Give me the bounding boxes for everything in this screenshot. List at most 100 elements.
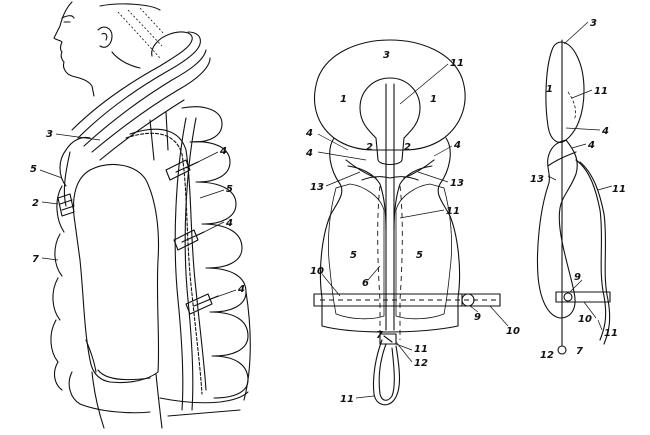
- neck-line: [111, 51, 141, 69]
- vest-body-outline: [319, 137, 461, 333]
- leader-4b: [571, 143, 587, 149]
- label-3: 3: [46, 129, 53, 140]
- head-outline: [53, 1, 95, 97]
- strap-loop-lower: [185, 293, 213, 315]
- label-4c: 4: [453, 140, 461, 151]
- ear: [97, 26, 113, 48]
- leader-4a: [317, 133, 349, 151]
- label-4a: 4: [219, 146, 227, 157]
- label-1b: 1: [430, 94, 437, 105]
- label-4b: 4: [587, 140, 595, 151]
- leader-13a: [325, 171, 361, 187]
- inflation-tube: [129, 128, 207, 391]
- leader-3: [55, 133, 101, 141]
- leader-4b: [195, 221, 225, 237]
- label-12: 12: [540, 350, 554, 361]
- label-5a: 5: [350, 250, 357, 261]
- crotch-strap: [372, 339, 401, 406]
- leader-5a: [39, 169, 63, 179]
- leader-4a: [565, 127, 601, 131]
- side-tube-dashed: [567, 91, 576, 121]
- label-9: 9: [574, 272, 581, 283]
- valve-2: [57, 193, 75, 217]
- leader-11a: [399, 63, 449, 105]
- label-11c: 11: [414, 344, 428, 355]
- leader-10b: [489, 305, 509, 327]
- leader-11c: [597, 319, 603, 331]
- side-vest-view: [536, 21, 613, 355]
- front-vest-view: [313, 39, 509, 406]
- label-10b: 10: [506, 326, 520, 337]
- label-11d: 11: [340, 394, 354, 405]
- leader-12: [395, 341, 413, 363]
- side-hanging-tube: [575, 159, 607, 341]
- label-5a: 5: [30, 164, 37, 175]
- label-11c: 11: [604, 328, 618, 339]
- leader-4c: [433, 145, 453, 157]
- label-10: 10: [578, 314, 592, 325]
- side-body-outline: [536, 139, 578, 319]
- side-clip-9: [563, 292, 573, 302]
- eye-brow: [61, 15, 75, 19]
- label-3: 3: [590, 18, 597, 29]
- label-7: 7: [32, 254, 39, 265]
- front-vest-labels: 3 11 1 1 4 2 2 4 4 13 13 11 5 5 6 10 9 1…: [305, 50, 520, 405]
- vest-front-rolls: [50, 136, 91, 391]
- label-6: 6: [362, 278, 369, 289]
- label-3: 3: [383, 50, 390, 61]
- scalp-line: [99, 3, 161, 11]
- strap-loop-upper: [165, 159, 191, 181]
- label-11a: 11: [450, 58, 464, 69]
- collar-inner: [359, 77, 421, 166]
- worn-vest-view: [39, 1, 251, 429]
- label-12: 12: [414, 358, 428, 369]
- leader-13: [547, 175, 557, 181]
- side-strap: [555, 291, 611, 303]
- collar-outer: [314, 39, 466, 151]
- leader-6: [367, 265, 381, 281]
- vest-back-rolls: [181, 106, 251, 401]
- worn-vest-labels: 3 4 5 5 2 4 7 4: [30, 129, 245, 295]
- leader-9: [469, 305, 479, 313]
- hair-hatching: [117, 11, 161, 59]
- internal-tube-dashed: [377, 185, 403, 340]
- label-13b: 13: [450, 178, 464, 189]
- leader-11b: [399, 209, 445, 219]
- label-10a: 10: [310, 266, 324, 277]
- leader-13b: [417, 171, 449, 183]
- side-vest-labels: 3 1 11 4 4 13 11 9 10 11 12 7: [530, 18, 626, 361]
- leader-3: [563, 21, 589, 45]
- leader-11b: [597, 185, 613, 191]
- label-11b: 11: [446, 206, 460, 217]
- leader-10a: [321, 273, 341, 297]
- label-11a: 11: [594, 86, 608, 97]
- label-2: 2: [32, 198, 39, 209]
- clasp-12: [379, 333, 397, 345]
- side-knob-12: [557, 345, 567, 355]
- leader-7: [41, 257, 59, 261]
- front-tube: [63, 151, 71, 207]
- label-4a: 4: [601, 126, 609, 137]
- label-5b: 5: [226, 184, 233, 195]
- leader-11d: [355, 395, 375, 399]
- ear-inner: [101, 32, 108, 41]
- arm-outline: [72, 164, 160, 384]
- label-2a: 2: [366, 142, 373, 153]
- label-13: 13: [530, 174, 544, 185]
- label-1: 1: [546, 84, 553, 95]
- label-7: 7: [376, 330, 383, 341]
- label-7: 7: [576, 346, 583, 357]
- label-4a: 4: [305, 128, 313, 139]
- leader-10: [583, 301, 597, 319]
- label-4b: 4: [305, 148, 313, 159]
- waist-strap: [313, 293, 501, 307]
- leader-5b: [199, 189, 225, 199]
- arm-lower-right: [155, 373, 163, 429]
- label-4b: 4: [225, 218, 233, 229]
- label-4c: 4: [237, 284, 245, 295]
- leader-2: [41, 201, 59, 205]
- label-11b: 11: [612, 184, 626, 195]
- leader-4b: [317, 151, 367, 161]
- collar-roll-1: [71, 31, 193, 131]
- label-2b: 2: [404, 142, 411, 153]
